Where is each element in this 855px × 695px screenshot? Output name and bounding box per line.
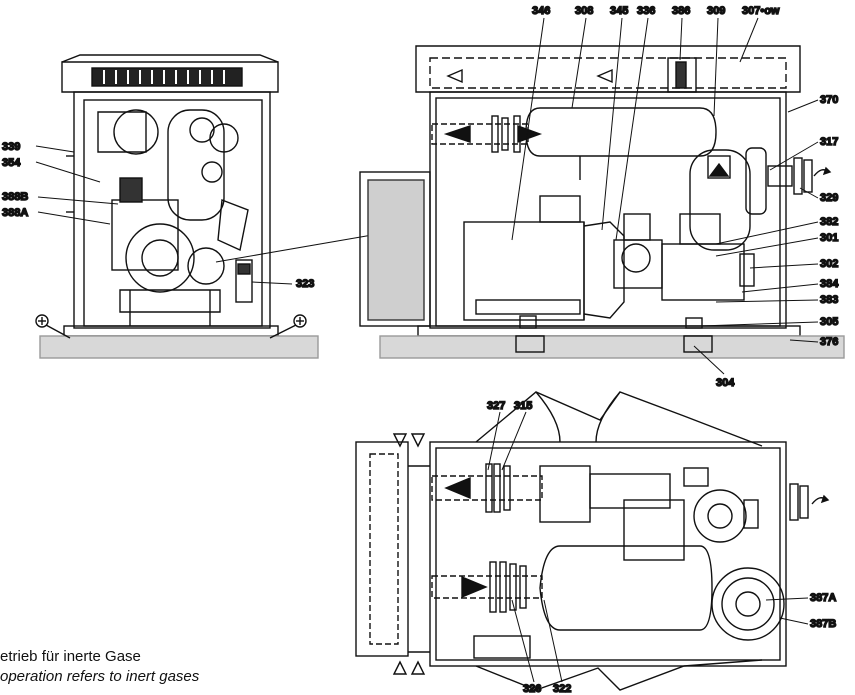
callout-322: 322 [553,683,571,695]
callout-317: 317 [820,136,838,148]
callout-326: 326 [523,683,541,695]
callout-327: 327 [487,400,505,412]
callout-309: 309 [707,5,725,17]
callout-382: 382 [820,216,838,228]
callout-384: 384 [820,278,839,290]
callout-387b: 387B [810,618,836,630]
callout-339: 339 [2,141,20,153]
callout-315: 315 [514,400,532,412]
callout-308: 308 [575,5,593,17]
callout-302: 302 [820,258,838,270]
caption-english: operation refers to inert gases [0,668,200,685]
callout-388a: 388A [2,207,28,219]
callout-304: 304 [716,377,735,389]
callout-346: 346 [532,5,550,17]
callout-323: 323 [296,278,314,290]
callout-301: 301 [820,232,838,244]
caption-german: etrieb für inerte Gase [0,648,141,665]
callout-305: 305 [820,316,838,328]
top-view [355,391,830,691]
side-view [359,45,845,359]
callout-386: 386 [672,5,690,17]
callout-376: 376 [820,336,838,348]
callout-370: 370 [820,94,838,106]
callout-383: 383 [820,294,838,306]
callout-345: 345 [610,5,628,17]
front-view [35,54,319,359]
callout-388b: 388B [2,191,28,203]
callout-387a: 387A [810,592,836,604]
callout-307-ow: 307•ow [742,5,780,17]
callout-336: 336 [637,5,655,17]
callout-329: 329 [820,192,838,204]
callout-354: 354 [2,157,21,169]
